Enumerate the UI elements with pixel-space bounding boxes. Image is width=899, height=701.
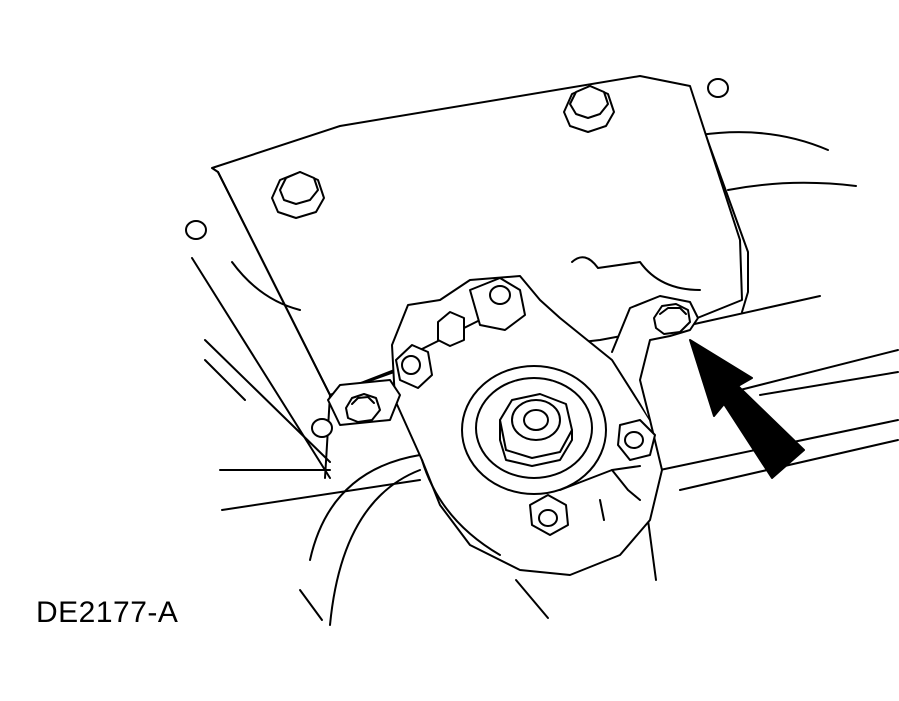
hex-bolt-icon [271,171,325,219]
frame-lines [191,85,899,626]
sector-shaft [461,365,607,495]
mounting-bracket [611,295,699,421]
hex-bolt-icon [563,85,615,133]
arrow-pointer-icon [689,339,805,479]
hex-nut-icon [327,379,401,426]
figure-code: DE2177-A [36,596,179,629]
